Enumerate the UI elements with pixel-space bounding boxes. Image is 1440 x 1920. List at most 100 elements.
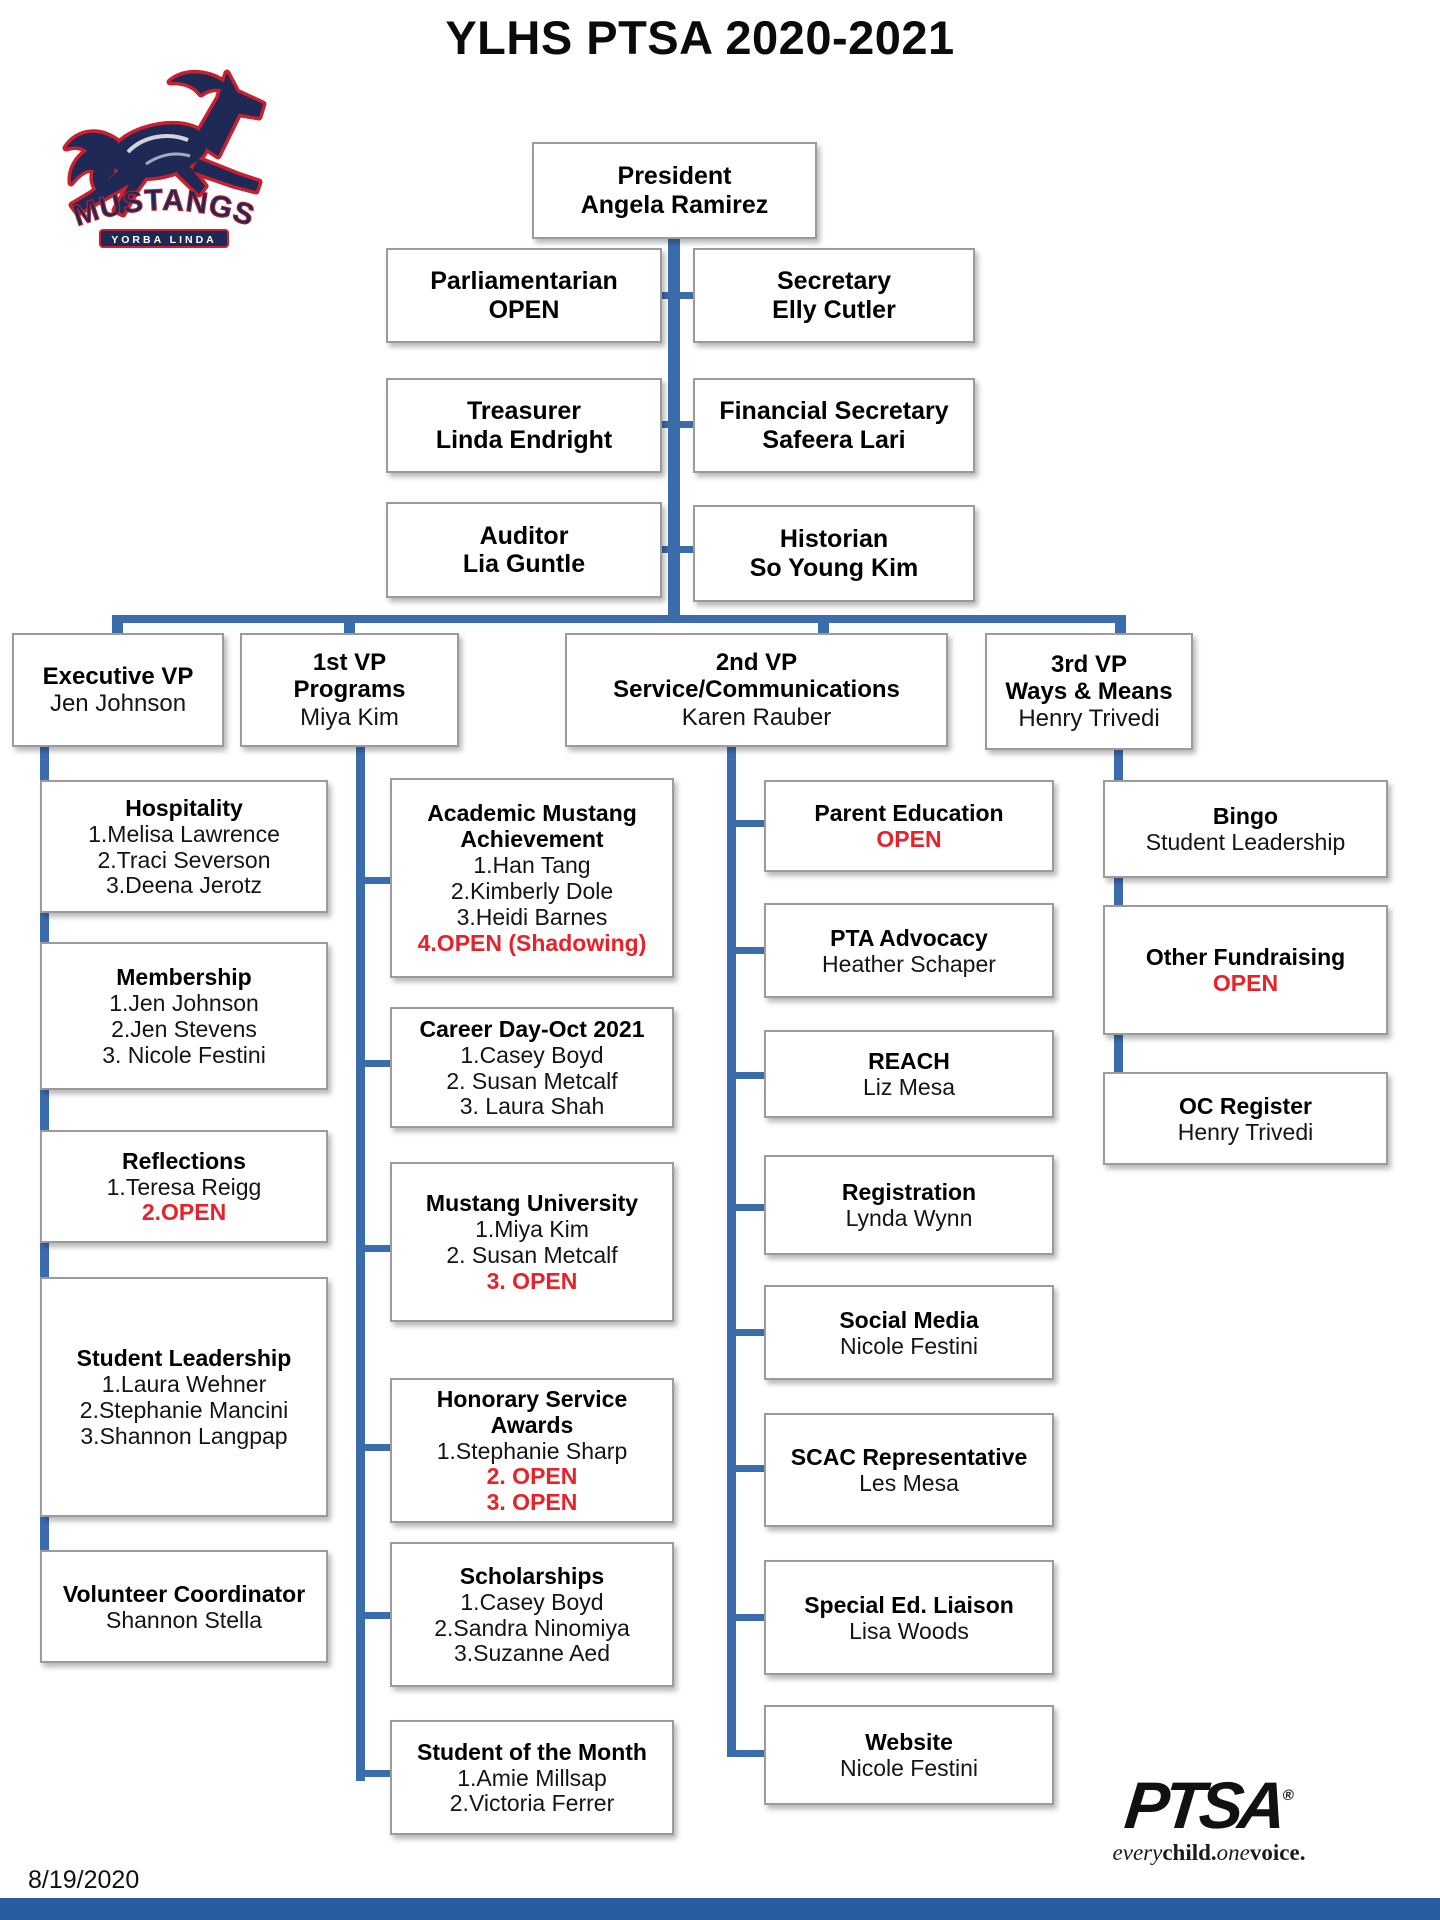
connector-line (356, 1612, 392, 1619)
tagline-word: child. (1162, 1840, 1217, 1865)
box-member: 2.Stephanie Mancini (79, 1397, 289, 1423)
connector-line (112, 615, 1126, 623)
box-title: Career Day-Oct 2021 (419, 1015, 645, 1042)
box-title: Registration (841, 1179, 977, 1206)
box-member: OPEN (876, 826, 942, 852)
box-member: 1.Stephanie Sharp (436, 1437, 628, 1464)
box-member: 3.Suzanne Aed (453, 1640, 611, 1667)
connector-line (727, 820, 766, 827)
box-member: 1.Amie Millsap (457, 1764, 607, 1791)
box-title: Auditor (479, 521, 569, 550)
connector-line (344, 622, 355, 634)
box-title: Parliamentarian (430, 267, 618, 296)
box-title: 1st VP (312, 649, 387, 677)
connector-line (112, 622, 123, 634)
box-member: Nicole Festini (839, 1332, 979, 1359)
tagline-word: one (1216, 1840, 1250, 1865)
box-member: 3. OPEN (486, 1489, 578, 1516)
box-title: PTA Advocacy (830, 924, 988, 951)
box-member: Henry Trivedi (1018, 705, 1160, 733)
ptsa-wordmark-text: PTSA (1121, 1768, 1286, 1842)
box-title: 3rd VP (1050, 650, 1128, 678)
box-title: Executive VP (42, 662, 194, 690)
box-member: 1.Laura Wehner (101, 1371, 267, 1398)
box-title: Awards (490, 1411, 574, 1438)
box-title: Bingo (1212, 803, 1279, 830)
connector-line (727, 1614, 766, 1621)
box-member: 2. Susan Metcalf (446, 1067, 618, 1094)
box-title: Social Media (839, 1306, 979, 1333)
box-member: 1.Melisa Lawrence (88, 820, 280, 847)
box-member: 1.Jen Johnson (109, 990, 259, 1017)
connector-line (727, 1465, 766, 1472)
revision-date: 8/19/2020 (28, 1866, 140, 1894)
box-title: Programs (293, 676, 406, 704)
box-member: Linda Endright (435, 425, 613, 454)
box-member: 3. Nicole Festini (102, 1041, 266, 1068)
box-member: Miya Kim (300, 703, 399, 731)
box-member: 2.Kimberly Dole (450, 878, 614, 904)
box-title: Student Leadership (76, 1345, 292, 1372)
box-title: Treasurer (467, 397, 581, 426)
box-title: Service/Communications (613, 676, 900, 704)
connector-line (356, 1444, 392, 1451)
ptsa-wordmark: PTSA® (1001, 1768, 1418, 1842)
box-member: 3. OPEN (486, 1267, 578, 1294)
box-title: Parent Education (814, 800, 1004, 827)
box-member: 2.Traci Severson (97, 846, 271, 873)
box-member: 4.OPEN (Shadowing) (417, 929, 647, 956)
box-title: OC Register (1179, 1092, 1312, 1119)
box-title: Scholarships (459, 1562, 605, 1589)
box-member: 1.Han Tang (473, 852, 591, 879)
connector-line (1115, 622, 1126, 634)
box-member: OPEN (1212, 970, 1279, 996)
box-title: Honorary Service (436, 1385, 628, 1412)
connector-line (727, 1204, 766, 1211)
connector-line (727, 1329, 766, 1336)
connector-line (356, 877, 392, 884)
box-member: 2. OPEN (486, 1463, 578, 1490)
connector-line (356, 1770, 392, 1777)
box-title: Achievement (460, 826, 604, 853)
box-member: Lia Guntle (462, 550, 586, 578)
box-member: 3.Heidi Barnes (456, 903, 608, 930)
box-member: Lisa Woods (849, 1617, 969, 1644)
box-title: President (617, 162, 732, 191)
connector-line (668, 238, 680, 623)
box-member: 3.Shannon Langpap (80, 1422, 288, 1449)
connector-line (727, 1750, 766, 1757)
box-title: REACH (868, 1048, 950, 1075)
box-member: So Young Kim (749, 553, 919, 582)
page-title: YLHS PTSA 2020-2021 (445, 11, 955, 64)
connector-line (662, 421, 693, 428)
footer-accent-bar (0, 1898, 1440, 1920)
box-title: Volunteer Coordinator (62, 1580, 306, 1607)
box-title: Secretary (777, 267, 891, 296)
box-title: Historian (779, 525, 889, 554)
box-member: Shannon Stella (105, 1606, 262, 1633)
registered-mark: ® (1281, 1787, 1295, 1804)
connector-line (818, 622, 829, 634)
box-member: 2.Victoria Ferrer (449, 1790, 615, 1817)
box-title: Website (865, 1729, 953, 1756)
box-member: Jen Johnson (49, 690, 187, 717)
